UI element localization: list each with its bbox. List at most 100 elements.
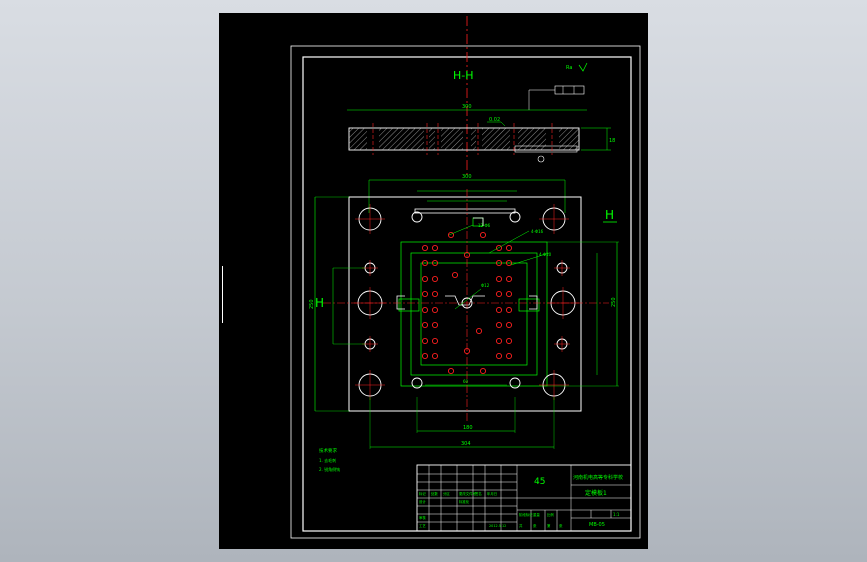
pin-hole (421, 306, 429, 314)
notes-title: 技术要求 (319, 447, 337, 454)
svg-text:4-Φ16: 4-Φ16 (531, 229, 544, 234)
dim-top-width: 300 (462, 104, 472, 110)
pin-hole (495, 290, 503, 298)
datum-icon (537, 155, 545, 163)
pin-hole (431, 244, 439, 252)
pin-hole (421, 275, 429, 283)
plate-outline (348, 196, 582, 412)
cavity-outlines (398, 217, 548, 387)
pin-hole (431, 352, 439, 360)
pin-hole (431, 290, 439, 298)
svg-text:年月日: 年月日 (487, 491, 497, 496)
svg-text:4-Φ10: 4-Φ10 (539, 252, 552, 257)
pin-hole (495, 259, 503, 267)
svg-text:工艺: 工艺 (419, 523, 426, 528)
dim-thickness: 18 (609, 138, 615, 144)
pin-hole (495, 244, 503, 252)
pin-hole (421, 244, 429, 252)
dim-plan-width: 300 (462, 174, 472, 180)
notes-line-2: 2. 锐角倒钝 (319, 466, 340, 472)
sheet-outer-border (290, 45, 641, 539)
pin-hole (479, 367, 487, 375)
svg-text:比例: 比例 (547, 512, 554, 517)
pin-hole (505, 259, 513, 267)
pin-hole (421, 337, 429, 345)
pin-hole (495, 337, 503, 345)
pin-hole (505, 306, 513, 314)
section-label: H-H (453, 69, 474, 82)
svg-text:标准化: 标准化 (459, 499, 470, 504)
pin-hole (451, 271, 459, 279)
pin-hole (495, 275, 503, 283)
notes-line-1: 1. 去毛刺 (319, 457, 336, 463)
svg-text:更改文件号: 更改文件号 (459, 491, 477, 496)
pin-hole (431, 259, 439, 267)
cad-drawing[interactable]: H-H Ra 300 18 0.02 (219, 13, 648, 549)
pin-hole (475, 327, 483, 335)
section-view (348, 123, 580, 155)
dim-left-height: 250 (309, 299, 315, 309)
school-name: 河南机电高等专科学校 (573, 474, 623, 481)
pin-hole (505, 244, 513, 252)
dim-small: 60 (463, 379, 469, 384)
guide-holes (357, 207, 576, 397)
hole-center-marks (354, 204, 579, 400)
roughness-note: Ra (566, 65, 572, 71)
splitter-handle[interactable] (222, 266, 223, 323)
svg-text:处数: 处数 (431, 491, 438, 496)
roughness-icon (578, 62, 588, 72)
svg-text:重量: 重量 (533, 512, 540, 517)
pin-hole (421, 352, 429, 360)
svg-text:标记: 标记 (419, 491, 426, 496)
pin-hole (447, 367, 455, 375)
section-marker-left: H (315, 296, 324, 310)
svg-text:0.02: 0.02 (489, 117, 500, 123)
dim-right-height: 250 (611, 297, 617, 307)
svg-text:签名: 签名 (475, 491, 482, 496)
pin-hole (447, 231, 455, 239)
tolerance-frame (554, 85, 585, 95)
title-block: 标记处数分区 更改文件号签名年月日 设计审核工艺 标准化 2012.5.12 阶段… (416, 464, 632, 532)
pin-hole (463, 347, 471, 355)
leader-lines (448, 224, 550, 310)
svg-text:阶段标记: 阶段标记 (519, 512, 533, 517)
material-label: 45 (534, 477, 545, 487)
pin-hole (495, 306, 503, 314)
pin-hole (431, 321, 439, 329)
svg-text:审核: 审核 (419, 515, 426, 520)
ejector-pin-holes (421, 231, 513, 375)
pin-hole (431, 306, 439, 314)
pin-hole (421, 259, 429, 267)
pin-hole (479, 231, 487, 239)
dim-bottom-width: 304 (461, 441, 471, 447)
pin-hole (495, 352, 503, 360)
pin-hole (505, 290, 513, 298)
pin-hole (421, 290, 429, 298)
svg-text:2012.5.12: 2012.5.12 (489, 524, 506, 528)
pin-hole (463, 251, 471, 259)
cad-viewport[interactable]: H-H Ra 300 18 0.02 (219, 13, 648, 549)
pin-hole (431, 337, 439, 345)
drawing-scale: 1:1 (613, 512, 620, 517)
svg-text:Φ12: Φ12 (481, 283, 490, 288)
dim-inner-width: 180 (463, 425, 473, 431)
svg-text:分区: 分区 (443, 491, 450, 496)
plan-center-lines (323, 189, 609, 423)
pin-hole (505, 275, 513, 283)
pin-hole (495, 321, 503, 329)
pin-hole (431, 275, 439, 283)
drawing-number: MB-05 (589, 522, 605, 528)
pin-hole (505, 352, 513, 360)
svg-text:张: 张 (533, 523, 537, 528)
svg-text:第: 第 (547, 523, 551, 528)
part-name: 定模板1 (585, 489, 607, 497)
pin-hole (505, 337, 513, 345)
svg-text:共: 共 (519, 523, 523, 528)
svg-text:12-Φ6: 12-Φ6 (478, 223, 491, 228)
pin-hole (505, 321, 513, 329)
svg-text:设计: 设计 (419, 499, 426, 504)
section-marker-right: H (605, 208, 614, 222)
pin-hole (421, 321, 429, 329)
cavity-core (396, 208, 538, 310)
svg-text:张: 张 (559, 523, 563, 528)
